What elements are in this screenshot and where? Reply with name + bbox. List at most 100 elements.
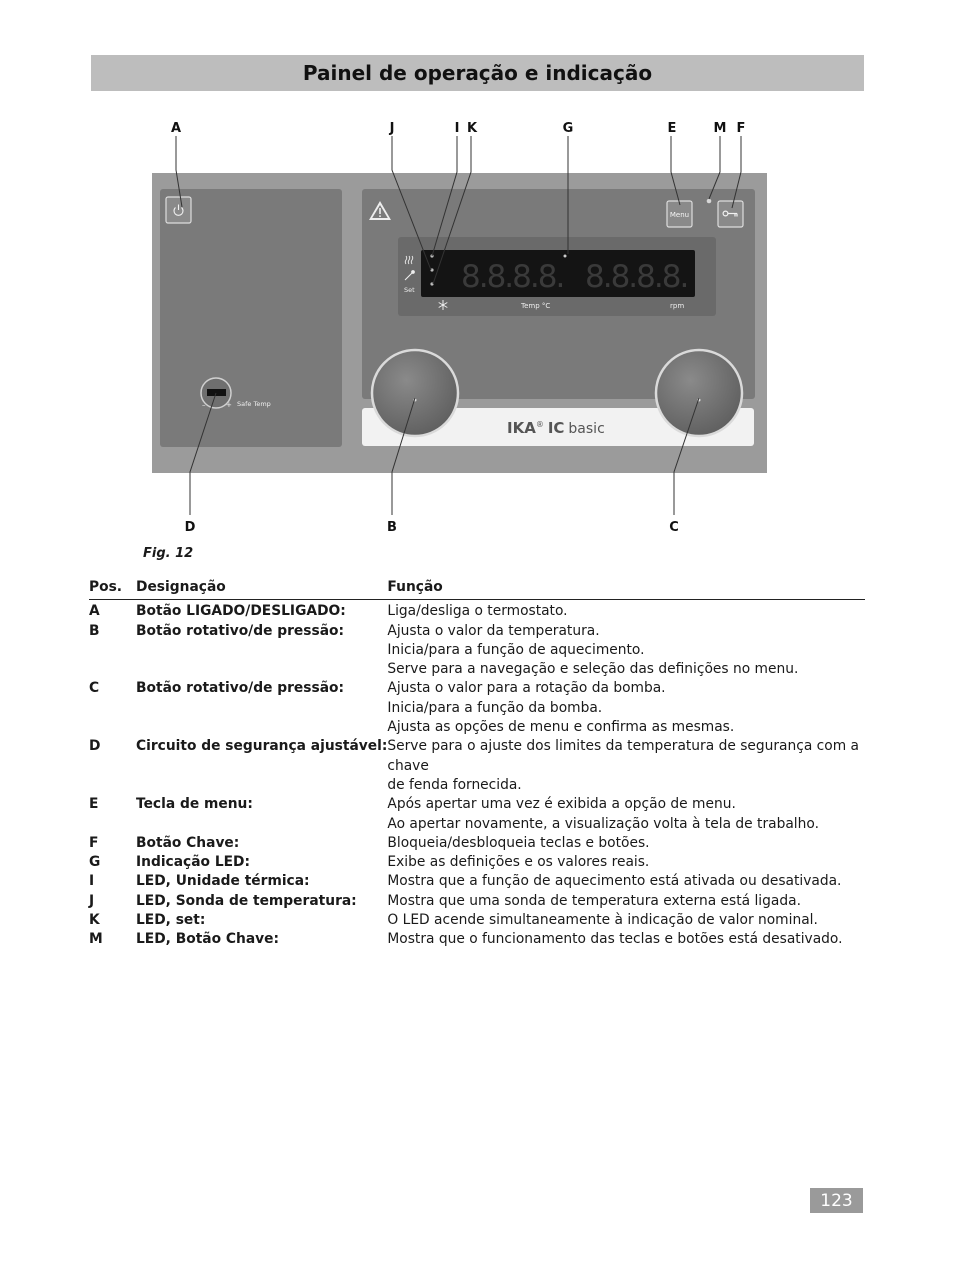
row-designation: LED, Botão Chave: xyxy=(136,931,280,948)
row-pos: E xyxy=(89,796,99,813)
figure-caption: Fig. 12 xyxy=(143,546,194,561)
row-designation: Botão Chave: xyxy=(136,834,240,851)
callout-b: B xyxy=(387,520,397,535)
row-designation: Botão rotativo/de pressão: xyxy=(136,622,345,639)
function-line: Serve para a navegação e seleção das def… xyxy=(387,661,799,678)
row-function: Bloqueia/desbloqueia teclas e botões. xyxy=(387,834,865,853)
control-panel-figure: – + Safe Temp Menu Set 8.8.8.8. 8.8.8.8. xyxy=(152,121,767,535)
callout-a: A xyxy=(171,121,181,136)
row-pos: D xyxy=(89,738,101,755)
table-row: K LED, set: O LED acende simultaneamente à… xyxy=(89,911,865,930)
leader-lines xyxy=(175,136,742,515)
key-led xyxy=(706,198,712,204)
row-designation: Circuito de segurança ajustável: xyxy=(136,738,388,755)
row-pos: B xyxy=(89,622,100,639)
header-pos: Pos. xyxy=(89,578,136,601)
rpm-digits: 8.8.8.8. xyxy=(585,259,687,295)
row-pos: K xyxy=(89,912,100,929)
row-function: Mostra que o funcionamento das teclas e … xyxy=(387,930,865,949)
safe-temp-minus: – xyxy=(202,401,206,409)
row-designation: Tecla de menu: xyxy=(136,796,253,813)
row-function: Exibe as definições e os valores reais. xyxy=(387,853,865,872)
function-line: Após apertar uma vez é exibida a opção d… xyxy=(387,796,736,813)
function-line: Mostra que uma sonda de temperatura exte… xyxy=(387,892,801,909)
function-line: Mostra que a função de aquecimento está … xyxy=(387,873,842,890)
function-line: Liga/desliga o termostato. xyxy=(387,603,568,620)
set-label: Set xyxy=(404,286,415,294)
table-row: E Tecla de menu: Após apertar uma vez é ex… xyxy=(89,795,865,834)
row-pos: I xyxy=(89,873,95,890)
callout-d: D xyxy=(185,520,196,535)
function-line: Inicia/para a função de aquecimento. xyxy=(387,641,645,658)
heater-icon xyxy=(404,255,414,265)
row-designation: LED, set: xyxy=(136,912,206,929)
snowflake-icon xyxy=(438,300,448,310)
row-function: O LED acende simultaneamente à indicação… xyxy=(387,911,865,930)
table-row: F Botão Chave: Bloqueia/desbloqueia teclas… xyxy=(89,834,865,853)
safe-temp-plus: + xyxy=(226,401,232,409)
brand-strip xyxy=(362,408,754,446)
row-designation: LED, Sonda de temperatura: xyxy=(136,892,357,909)
row-function: Ajusta o valor da temperatura. Inicia/par… xyxy=(387,622,865,680)
table-row: I LED, Unidade térmica: Mostra que a funçã… xyxy=(89,872,865,891)
row-function: Ajusta o valor para a rotação da bomba. I… xyxy=(387,679,865,737)
table-row: M LED, Botão Chave: Mostra que o funcionam… xyxy=(89,930,865,949)
function-line: Serve para o ajuste dos limites da tempe… xyxy=(387,738,859,774)
function-line: Ajusta o valor da temperatura. xyxy=(387,622,600,639)
table-row: D Circuito de segurança ajustável:Serve p… xyxy=(89,737,865,795)
callout-m: M xyxy=(714,121,727,136)
function-line: Bloqueia/desbloqueia teclas e botões. xyxy=(387,834,650,851)
row-pos: F xyxy=(89,834,99,851)
callout-j: J xyxy=(389,121,395,136)
callout-e: E xyxy=(668,121,677,136)
pump-knob[interactable] xyxy=(654,348,744,438)
row-designation: Indicação LED: xyxy=(136,854,251,871)
row-pos: G xyxy=(89,854,101,871)
temperature-knob[interactable] xyxy=(370,348,460,438)
function-line: Ao apertar novamente, a visualização vol… xyxy=(387,815,819,832)
display-g-point xyxy=(563,254,567,258)
row-designation: LED, Unidade térmica: xyxy=(136,873,310,890)
table-row: B Botão rotativo/de pressão: Ajusta o valo… xyxy=(89,622,865,680)
screwdriver-slot-icon xyxy=(207,389,226,396)
row-function: Mostra que uma sonda de temperatura exte… xyxy=(387,892,865,911)
callout-c: C xyxy=(669,520,679,535)
rpm-unit-label: rpm xyxy=(670,302,684,310)
table-row: J LED, Sonda de temperatura: Mostra que um… xyxy=(89,892,865,911)
row-pos: C xyxy=(89,680,100,697)
row-pos: M xyxy=(89,931,103,948)
menu-button-label: Menu xyxy=(670,211,689,219)
row-function: Após apertar uma vez é exibida a opção d… xyxy=(387,795,865,834)
row-function: Mostra que a função de aquecimento está … xyxy=(387,872,865,891)
page-number: 123 xyxy=(810,1188,863,1213)
row-pos: J xyxy=(89,892,95,909)
power-icon xyxy=(173,204,184,216)
callout-i: I xyxy=(455,121,460,136)
function-line: O LED acende simultaneamente à indicação… xyxy=(387,912,818,929)
callout-k: K xyxy=(467,121,478,136)
left-panel xyxy=(160,189,342,447)
temp-digits: 8.8.8.8. xyxy=(461,259,563,295)
header-designation: Designação xyxy=(136,578,388,601)
function-line: Mostra que o funcionamento das teclas e … xyxy=(387,931,843,948)
warning-icon xyxy=(369,201,391,220)
page-title: Painel de operação e indicação xyxy=(302,61,653,85)
callout-g: G xyxy=(563,121,574,136)
title-bar: Painel de operação e indicação xyxy=(91,55,864,91)
function-line: Ajusta as opções de menu e confirma as m… xyxy=(387,719,735,736)
led-display xyxy=(421,250,695,297)
menu-button[interactable] xyxy=(666,200,693,228)
function-line: Exibe as definições e os valores reais. xyxy=(387,854,650,871)
callout-f: F xyxy=(737,121,746,136)
key-icon xyxy=(722,210,738,217)
function-line: Ajusta o valor para a rotação da bomba. xyxy=(387,680,666,697)
function-line: de fenda fornecida. xyxy=(387,776,522,793)
probe-icon xyxy=(404,270,415,281)
header-function: Função xyxy=(387,578,865,601)
function-line: Inicia/para a função da bomba. xyxy=(387,699,603,716)
